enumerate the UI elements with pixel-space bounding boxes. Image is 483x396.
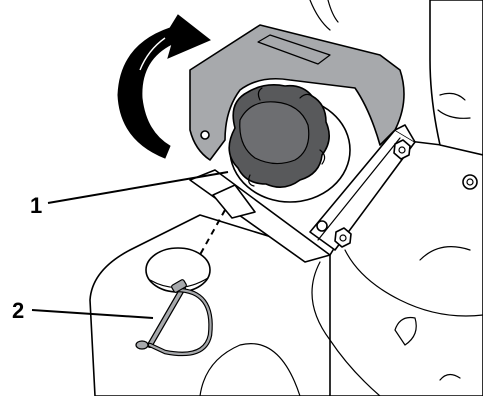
callout-2-number: 2: [12, 298, 24, 323]
cable: [310, 0, 338, 30]
knob: [229, 85, 329, 187]
callout-1-number: 1: [30, 193, 42, 218]
bolt-small: [317, 221, 327, 231]
